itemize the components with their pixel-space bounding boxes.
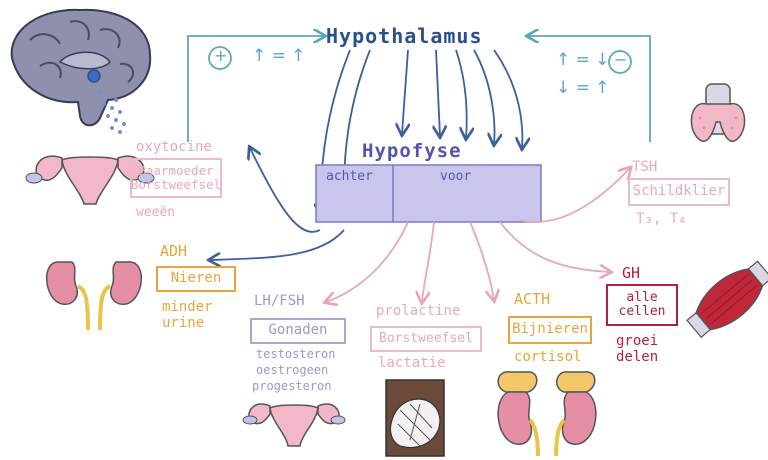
uterus-illustration-top bbox=[25, 155, 155, 205]
acth-target-box: Bijnieren bbox=[508, 316, 592, 344]
kidneys-illustration bbox=[45, 261, 143, 331]
tsh-effect: T₃, T₄ bbox=[636, 211, 687, 227]
feedback-arrow-right bbox=[528, 36, 651, 142]
adrenal-kidneys-illustration bbox=[497, 371, 597, 457]
feedback-right-line2: ↓ = ↑ bbox=[556, 78, 610, 98]
hypofyse-box bbox=[315, 164, 542, 223]
hypofyse-front-label: voor bbox=[440, 169, 472, 184]
tsh-target: Schildklier bbox=[632, 183, 726, 200]
prolactine-hormone: prolactine bbox=[376, 303, 461, 319]
hypothalamus-title: Hypothalamus bbox=[326, 24, 483, 48]
brain-illustration bbox=[10, 8, 152, 134]
adh-target-box: Nieren bbox=[156, 266, 236, 292]
tsh-target-box: Schildklier bbox=[628, 178, 730, 206]
adh-hormone: ADH bbox=[160, 242, 188, 260]
thyroid-illustration bbox=[690, 83, 746, 143]
anterior-pituitary-arrows bbox=[326, 168, 630, 302]
hypofyse-back-label: achter bbox=[326, 169, 373, 184]
gh-target-line1: alle bbox=[626, 289, 658, 305]
arrow-to-oxytocine bbox=[250, 148, 321, 233]
hypofyse-label: Hypofyse bbox=[362, 140, 462, 162]
oxytocine-target-line1: Baarmoeder bbox=[138, 163, 214, 179]
feedback-left-symbol: + bbox=[214, 46, 228, 65]
gh-effect-line2: delen bbox=[616, 349, 659, 365]
lhfsh-effect-line1: testosteron bbox=[256, 347, 336, 361]
gh-target-box: alle cellen bbox=[606, 284, 678, 326]
lhfsh-target-box: Gonaden bbox=[250, 318, 346, 344]
acth-target: Bijnieren bbox=[512, 321, 588, 338]
gh-hormone: GH bbox=[622, 264, 641, 282]
lhfsh-target: Gonaden bbox=[268, 322, 328, 339]
adh-target: Nieren bbox=[170, 270, 222, 287]
breast-illustration bbox=[385, 379, 445, 457]
lhfsh-hormone: LH/FSH bbox=[254, 293, 305, 309]
oxytocine-hormone: oxytocine bbox=[136, 139, 212, 155]
feedback-left-text: ↑ = ↑ bbox=[252, 46, 306, 66]
oxytocine-effect: weeën bbox=[136, 205, 176, 220]
tsh-hormone: TSH bbox=[632, 159, 658, 175]
oxytocine-target-box: Baarmoeder Borstweefsel bbox=[130, 158, 222, 198]
acth-effect: cortisol bbox=[514, 349, 582, 365]
lhfsh-effect-line3: progesteron bbox=[252, 379, 332, 393]
plus-circle-icon bbox=[208, 46, 232, 70]
minus-circle-icon bbox=[608, 50, 632, 74]
feedback-right-symbol: − bbox=[614, 50, 628, 69]
prolactine-effect: lactatie bbox=[378, 355, 446, 371]
lhfsh-effect-line2: oestrogeen bbox=[256, 363, 329, 377]
oxytocine-target-line2: Borstweefsel bbox=[130, 177, 222, 192]
feedback-arrow-left bbox=[187, 36, 324, 142]
prolactine-target: Borstweefsel bbox=[379, 330, 473, 346]
gh-target-line2: cellen bbox=[618, 304, 666, 319]
gh-effect-line1: groei bbox=[616, 333, 659, 349]
feedback-right-line1: ↑ = ↓ bbox=[556, 50, 610, 70]
prolactine-target-box: Borstweefsel bbox=[370, 326, 482, 352]
adh-effect-line1: minder bbox=[162, 299, 213, 315]
muscle-illustration bbox=[686, 260, 768, 339]
adh-effect-line2: urine bbox=[162, 315, 205, 331]
acth-hormone: ACTH bbox=[514, 290, 551, 308]
arrow-to-adh bbox=[210, 229, 345, 260]
uterus-illustration-bottom bbox=[242, 403, 346, 447]
